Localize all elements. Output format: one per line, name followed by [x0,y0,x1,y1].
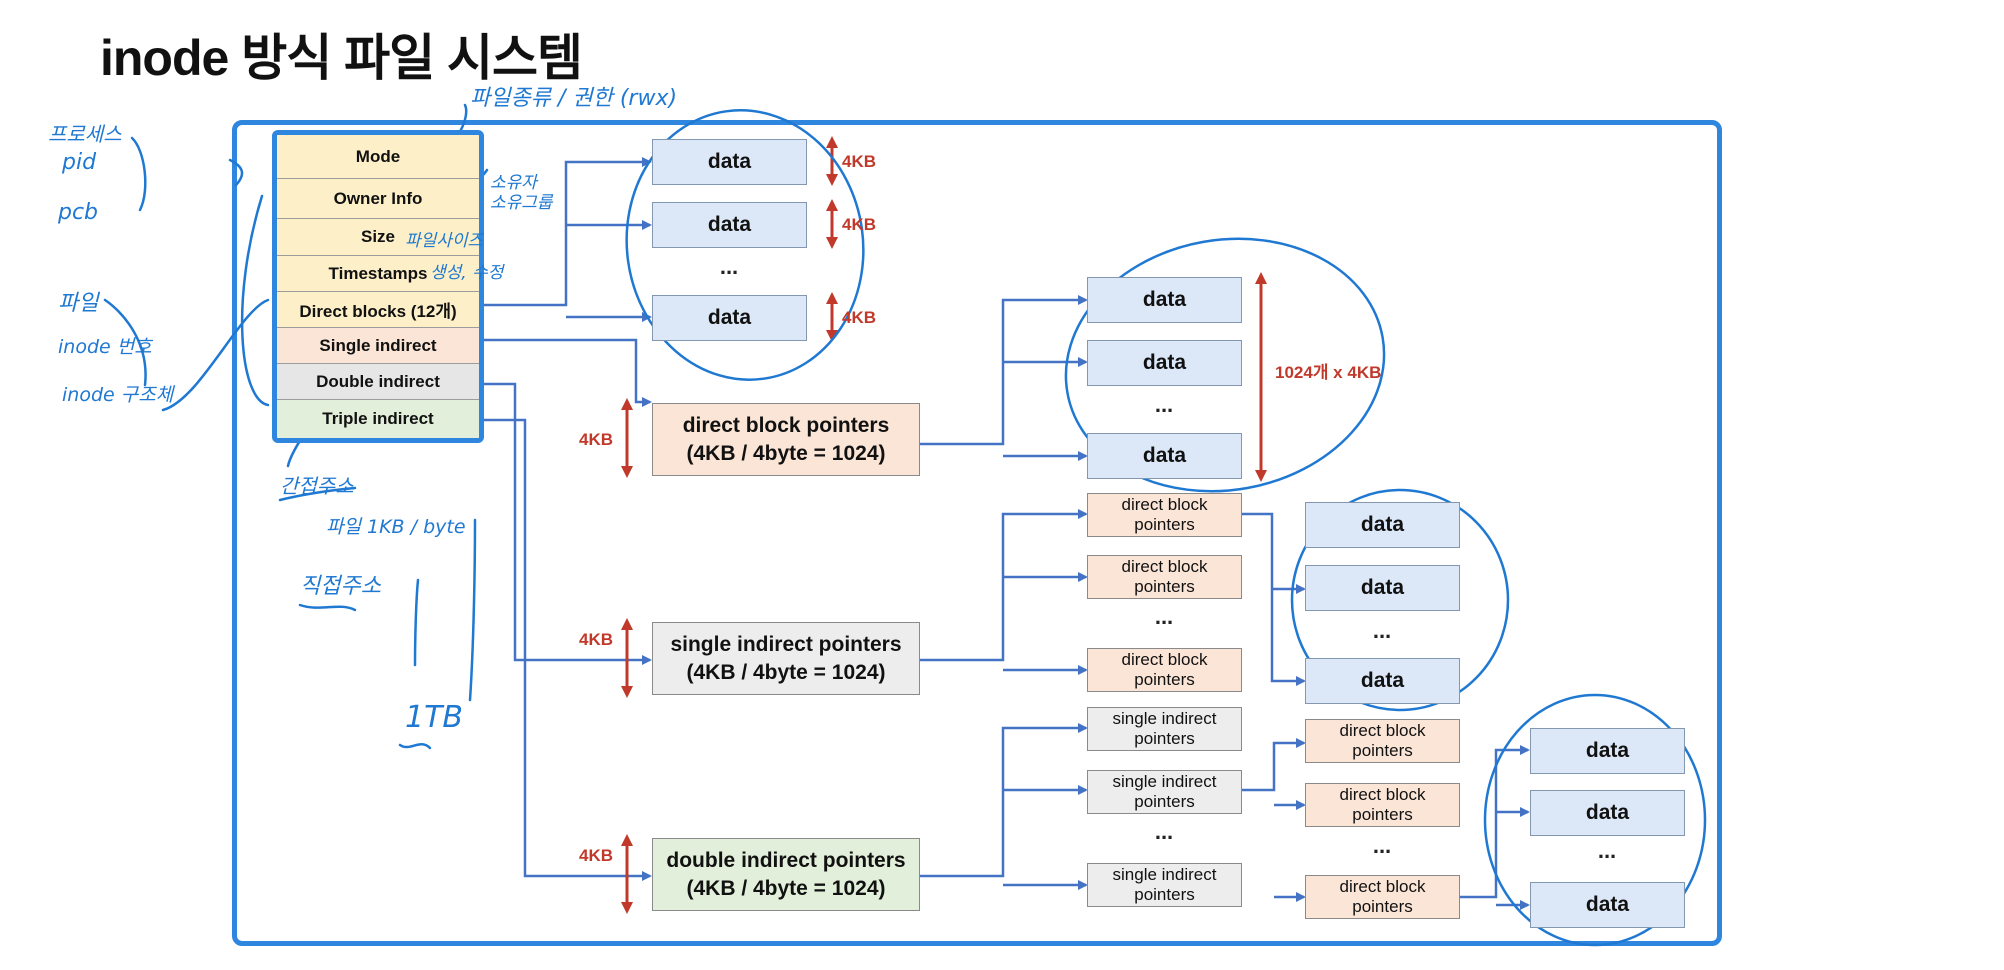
ellipsis: ... [719,254,739,279]
annotation-process: 프로세스 [48,122,122,146]
big-box-formula: (4KB / 4byte = 1024) [686,876,886,900]
double-indirect-pointers-box: double indirect pointers (4KB / 4byte = 1… [652,838,920,911]
big-box-formula: (4KB / 4byte = 1024) [686,660,886,684]
size-label-4kb: 4KB [579,846,614,865]
single-indirect-pointers-box: single indirect pointers (4KB / 4byte = 1… [652,622,920,695]
annotation-1tb: 1TB [405,700,463,735]
data-block: data [652,139,807,185]
annotation-pid: pid [62,150,97,175]
annotation-file: 파일 [58,291,99,316]
data-block: data [1530,728,1685,774]
annotation-owner-group: 소유그룹 [490,193,553,213]
annotation-timestamps: 생성, 수정 [430,263,504,283]
size-label-4kb: 4KB [579,630,614,649]
size-label-4kb: 4KB [579,430,614,449]
data-block: data [1305,565,1460,611]
page-title: inode 방식 파일 시스템 [100,30,583,86]
annotation-inode-struct: inode 구조체 [62,384,174,406]
size-label-4kb: 4KB [842,215,877,234]
ellipsis: ... [1154,819,1174,844]
data-block: data [1530,882,1685,928]
annotation-owner: 소유자 [490,173,537,193]
inode-field-single: Single indirect [277,328,479,364]
ellipsis: ... [1372,833,1392,858]
ellipsis: ... [1597,838,1617,863]
data-block: data [1530,790,1685,836]
data-block: data [652,202,807,248]
annotation-inode-number: inode 번호 [58,336,152,358]
annotation-size: 파일사이즈 [405,231,484,251]
annotation-direct-address: 직접주소 [300,574,381,599]
data-block: data [1087,433,1242,479]
ellipsis: ... [1154,392,1174,417]
annotation-mode: 파일종류 / 권한 (rwx) [470,86,678,111]
data-block: data [1305,658,1460,704]
inode-field-double: Double indirect [277,364,479,400]
big-box-title: double indirect pointers [666,849,906,873]
ellipsis: ... [1154,604,1174,629]
big-box-title: single indirect pointers [670,633,902,657]
inode-field-triple: Triple indirect [277,400,479,438]
data-block: data [1087,277,1242,323]
inode-field-size: Size [277,219,479,256]
big-box-title: direct block pointers [682,414,890,438]
size-label-1024x4kb: 1024개 x 4KB [1275,363,1382,382]
annotation-indirect-address: 간접주소 [280,474,354,498]
data-block: data [1087,340,1242,386]
size-label-4kb: 4KB [842,152,877,171]
inode-field-owner: Owner Info [277,179,479,219]
size-label-4kb: 4KB [842,308,877,327]
diagram-frame [232,120,1722,946]
big-box-formula: (4KB / 4byte = 1024) [686,441,886,465]
annotation-file-size: 파일 1KB / byte [326,516,466,538]
annotation-pcb: pcb [58,200,99,225]
ellipsis: ... [1372,618,1392,643]
inode-field-mode: Mode [277,135,479,179]
direct-block-pointers-box: direct block pointers (4KB / 4byte = 1024… [652,403,920,476]
data-block: data [652,295,807,341]
inode-structure: Mode Owner Info Size Timestamps Direct b… [272,130,484,443]
inode-field-timestamps: Timestamps [277,256,479,292]
data-block: data [1305,502,1460,548]
inode-field-direct: Direct blocks (12개) [277,292,479,328]
